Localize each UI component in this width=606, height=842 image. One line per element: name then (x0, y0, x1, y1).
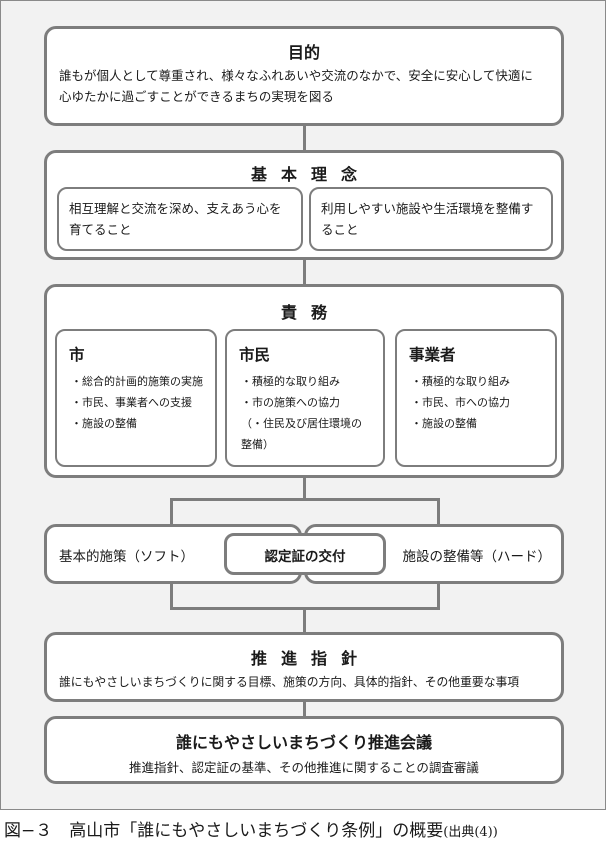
duty-citizens-item: ・市の施策への協力 (241, 396, 340, 409)
connector-measures-top-right (437, 498, 440, 526)
duty-business-item: ・市民、市への協力 (411, 396, 510, 409)
duties-box: 責務 市 ・総合的計画的施策の実施 ・市民、事業者への支援 ・施設の整備 市民 … (44, 284, 564, 478)
connector-measures-bottom-left (170, 582, 173, 610)
duties-title: 責務 (280, 303, 341, 322)
principle-1-line-2: 育てること (69, 222, 132, 237)
figure-caption-main: 図−３ 高山市「誰にもやさしいまちづくり条例」の概要 (4, 821, 444, 841)
duty-city-title: 市 (69, 346, 85, 364)
measure-soft-label: 基本的施策（ソフト） (59, 549, 194, 565)
guidelines-text: 誰にもやさしいまちづくりに関する目標、施策の方向、具体的指針、その他重要な事項 (59, 675, 520, 689)
purpose-box: 目的 誰もが個人として尊重され、様々なふれあいや交流のなかで、安全に安心して快適… (44, 26, 564, 126)
duty-business-title: 事業者 (409, 346, 456, 364)
purpose-text: 誰もが個人として尊重され、様々なふれあいや交流のなかで、安全に安心して快適に 心… (59, 65, 533, 107)
duty-business-list: ・積極的な取り組み ・市民、市への協力 ・施設の整備 (411, 371, 510, 434)
duty-business-item: ・施設の整備 (411, 417, 477, 430)
connector-duties-measures (303, 476, 306, 500)
measure-hard-label: 施設の整備等（ハード） (402, 549, 552, 565)
principle-card-2: 利用しやすい施設や生活環境を整備す ること (309, 187, 553, 251)
duty-city-list: ・総合的計画的施策の実施 ・市民、事業者への支援 ・施設の整備 (71, 371, 203, 434)
duty-citizens-item: （・住民及び居住環境の (241, 417, 362, 430)
figure-caption-source: (出典(4)) (443, 825, 498, 840)
connector-measures-top-left (170, 498, 173, 526)
council-box: 誰にもやさしいまちづくり推進会議 推進指針、認定証の基準、その他推進に関すること… (44, 716, 564, 784)
duty-card-city: 市 ・総合的計画的施策の実施 ・市民、事業者への支援 ・施設の整備 (55, 329, 217, 467)
connector-principles-duties (303, 258, 306, 286)
duty-citizens-item: ・積極的な取り組み (241, 375, 340, 388)
connector-guidelines-council (303, 700, 306, 718)
principle-text-1: 相互理解と交流を深め、支えあう心を 育てること (69, 198, 282, 240)
council-title: 誰にもやさしいまちづくり推進会議 (175, 733, 432, 752)
connector-purpose-principles (303, 124, 306, 152)
duty-citizens-list: ・積極的な取り組み ・市の施策への協力 （・住民及び居住環境の 整備） (241, 371, 362, 455)
purpose-line-1: 誰もが個人として尊重され、様々なふれあいや交流のなかで、安全に安心して快適に (59, 68, 533, 83)
connector-measures-guidelines (303, 607, 306, 635)
purpose-line-2: 心ゆたかに過ごすことができるまちの実現を図る (59, 89, 334, 104)
duty-citizens-item: 整備） (241, 438, 274, 451)
principle-2-line-2: ること (321, 222, 359, 237)
duty-city-item: ・市民、事業者への支援 (71, 396, 192, 409)
principles-title: 基本理念 (250, 165, 371, 184)
duty-card-citizens: 市民 ・積極的な取り組み ・市の施策への協力 （・住民及び居住環境の 整備） (225, 329, 385, 467)
duty-card-business: 事業者 ・積極的な取り組み ・市民、市への協力 ・施設の整備 (395, 329, 557, 467)
duty-city-item: ・施設の整備 (71, 417, 137, 430)
principle-2-line-1: 利用しやすい施設や生活環境を整備す (321, 201, 534, 216)
connector-measures-bottom-right (437, 582, 440, 610)
measure-center-label: 認定証の交付 (264, 549, 346, 565)
duty-city-item: ・総合的計画的施策の実施 (71, 375, 203, 388)
duty-citizens-title: 市民 (239, 346, 271, 364)
council-text: 推進指針、認定証の基準、その他推進に関することの調査審議 (129, 760, 479, 775)
duty-business-item: ・積極的な取り組み (411, 375, 510, 388)
principle-1-line-1: 相互理解と交流を深め、支えあう心を (69, 201, 282, 216)
guidelines-title: 推進指針 (250, 649, 371, 668)
guidelines-box: 推進指針 誰にもやさしいまちづくりに関する目標、施策の方向、具体的指針、その他重… (44, 632, 564, 702)
principle-card-1: 相互理解と交流を深め、支えあう心を 育てること (57, 187, 303, 251)
measure-center-box: 認定証の交付 (224, 533, 386, 575)
figure-caption: 図−３ 高山市「誰にもやさしいまちづくり条例」の概要(出典(4)) (4, 816, 498, 841)
principle-text-2: 利用しやすい施設や生活環境を整備す ること (321, 198, 533, 240)
purpose-title: 目的 (287, 43, 320, 62)
connector-measures-top-bar (170, 498, 440, 501)
principles-box: 基本理念 相互理解と交流を深め、支えあう心を 育てること 利用しやすい施設や生活… (44, 150, 564, 260)
